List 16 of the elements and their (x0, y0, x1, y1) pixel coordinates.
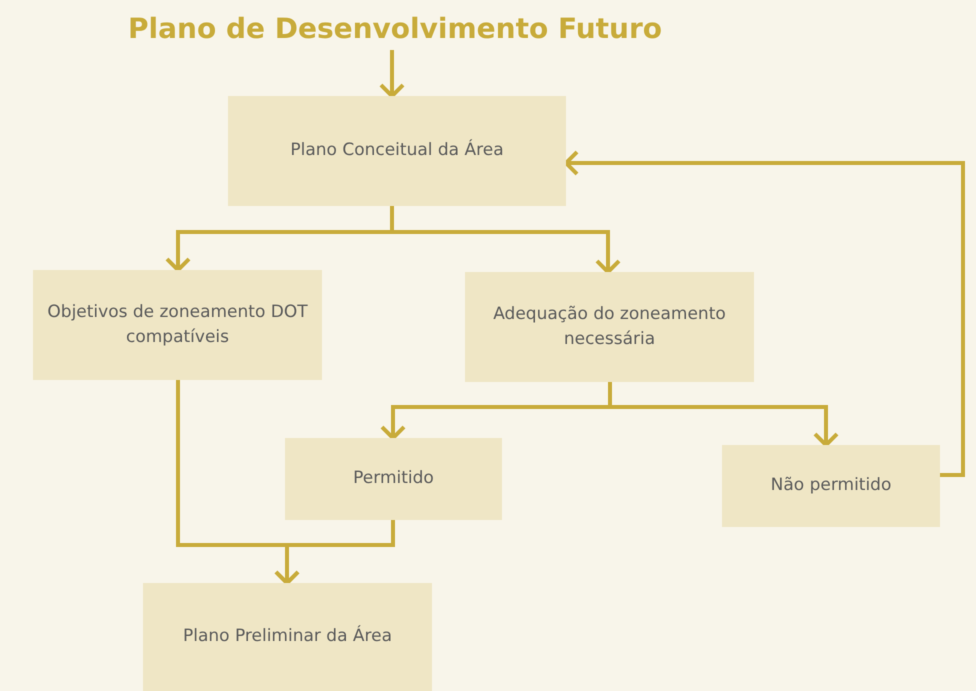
process-box (722, 445, 940, 527)
arrow (379, 50, 405, 98)
box-label: Plano Conceitual da Área (290, 138, 504, 162)
box-label: Objetivos de zoneamento DOT compatíveis (46, 300, 309, 349)
process-box (285, 438, 502, 520)
box-label: Permitido (353, 467, 434, 490)
box-label: Não permitido (770, 474, 892, 498)
arrow (564, 150, 965, 477)
heading-text: Plano de Desenvolvimento Futuro (115, 8, 675, 50)
box-label: Adequação do zoneamento necessária (492, 302, 727, 351)
process-box (143, 583, 432, 691)
process-box (33, 270, 322, 380)
arrow (274, 520, 395, 585)
process-box (465, 272, 754, 382)
box-label: Plano Preliminar da Área (182, 624, 392, 648)
process-box (228, 96, 566, 206)
